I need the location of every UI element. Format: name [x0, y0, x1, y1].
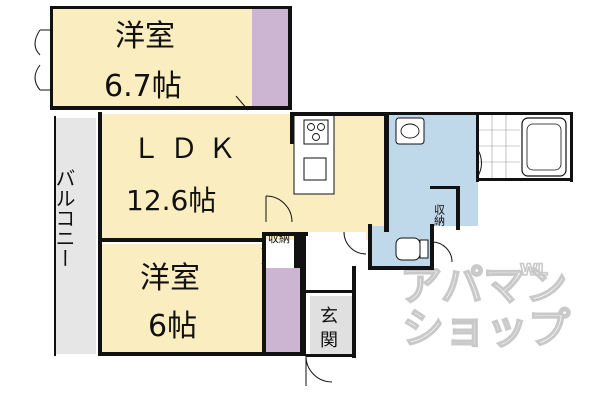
- room-fills: [52, 8, 570, 354]
- watermark: アパマン ショップ WL: [399, 259, 571, 354]
- kitchen-sink-icon: [303, 157, 327, 181]
- label-western-top-size: 6.7帖: [104, 69, 182, 104]
- room-western-top: [52, 8, 252, 108]
- entrance: [310, 296, 354, 354]
- label-entrance-bottom: 関: [320, 330, 338, 351]
- label-storage-right: 収納: [433, 204, 446, 227]
- walls: [50, 6, 573, 358]
- balcony: [56, 118, 96, 354]
- stove-icon: [303, 119, 329, 145]
- bathtub-inner: [526, 123, 562, 171]
- hallway: [306, 232, 366, 292]
- bathroom-tiles: [478, 114, 520, 180]
- closet-bottom: [262, 268, 300, 354]
- closet-top: [252, 8, 288, 108]
- room-labels: 洋室 6.7帖 ＬＤＫ 12.6帖 洋室 6帖 バルコニー 玄 関 収納 収納: [52, 19, 446, 351]
- watermark-line2: ショップ: [402, 304, 570, 353]
- label-balcony: バルコニー: [52, 168, 76, 268]
- watermark-small: WL: [520, 260, 548, 279]
- toilet-icon: [395, 237, 421, 261]
- label-western-bottom-name: 洋室: [140, 261, 200, 296]
- room-ldk: [100, 114, 386, 240]
- room-western-bottom: [100, 244, 262, 354]
- bathtub-icon: [521, 117, 567, 177]
- label-western-top-name: 洋室: [115, 19, 175, 54]
- label-storage-center: 収納: [268, 232, 290, 245]
- sink-icon: [395, 117, 425, 145]
- label-ldk-size: 12.6帖: [126, 184, 216, 217]
- doors: [235, 95, 482, 386]
- label-entrance-top: 玄: [320, 306, 338, 327]
- label-ldk-name: ＬＤＫ: [132, 132, 246, 165]
- windows: [34, 29, 101, 340]
- label-western-bottom-size: 6帖: [148, 309, 197, 344]
